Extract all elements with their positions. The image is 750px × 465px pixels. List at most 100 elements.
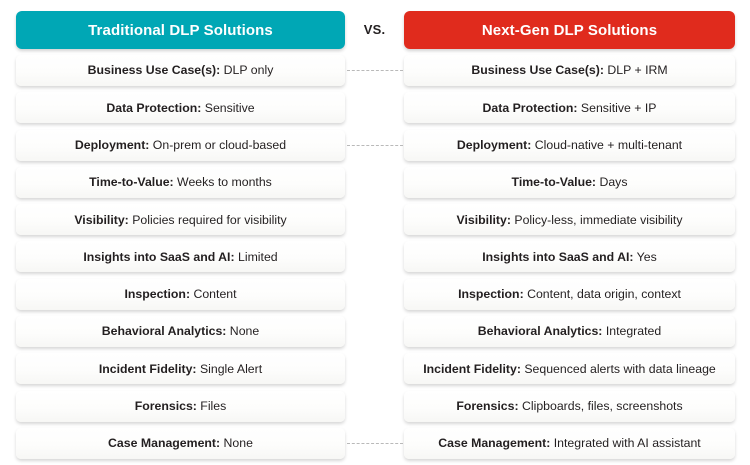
comparison-row: Incident Fidelity: Single Alert Incident … [0, 353, 750, 390]
versus-separator-label: VS. [363, 21, 386, 37]
attribute-label: Insights into SaaS and AI: [83, 249, 235, 264]
attribute-value: Clipboards, files, screenshots [518, 399, 683, 414]
attribute-label: Inspection: [458, 287, 524, 302]
cell-text: Business Use Case(s): DLP + IRM [471, 64, 667, 76]
right-cell: Case Management: Integrated with AI assi… [404, 427, 735, 459]
attribute-label: Data Protection: [482, 100, 578, 115]
attribute-value: None [226, 324, 260, 339]
comparison-row: Case Management: None Case Management: In… [0, 427, 750, 465]
attribute-label: Business Use Case(s): [87, 63, 221, 78]
right-cell: Forensics: Clipboards, files, screenshot… [404, 390, 735, 422]
attribute-value: Content [190, 287, 237, 302]
left-cell: Visibility: Policies required for visibi… [16, 204, 345, 236]
attribute-label: Forensics: [456, 399, 519, 414]
attribute-value: On-prem or cloud-based [149, 137, 287, 152]
cell-text: Behavioral Analytics: None [102, 325, 259, 337]
attribute-value: DLP only [220, 63, 274, 78]
left-cell: Insights into SaaS and AI: Limited [16, 241, 345, 273]
right-cell: Data Protection: Sensitive + IP [404, 92, 735, 124]
left-cell: Data Protection: Sensitive [16, 92, 345, 124]
left-cell: Incident Fidelity: Single Alert [16, 353, 345, 385]
attribute-value: Yes [633, 249, 657, 264]
cell-text: Data Protection: Sensitive [106, 100, 255, 115]
cell-text: Incident Fidelity: Single Alert [99, 363, 262, 375]
attribute-label: Time-to-Value: [511, 175, 597, 190]
comparison-row: Forensics: Files Forensics: Clipboards, f… [0, 390, 750, 428]
right-cell: Visibility: Policy-less, immediate visib… [404, 204, 735, 236]
comparison-header-row: Traditional DLP Solutions Next-Gen DLP S… [0, 10, 750, 50]
left-cell: Inspection: Content [16, 278, 345, 310]
attribute-value: Content, data origin, context [523, 287, 681, 302]
attribute-label: Deployment: [74, 137, 150, 152]
cell-text: Time-to-Value: Days [512, 176, 628, 188]
right-cell: Business Use Case(s): DLP + IRM [404, 55, 735, 86]
dashed-connector [347, 70, 403, 71]
comparison-row: Visibility: Policies required for visibi… [0, 204, 750, 241]
attribute-label: Behavioral Analytics: [101, 324, 227, 339]
cell-text: Case Management: None [108, 437, 253, 449]
cell-text: Forensics: Files [135, 400, 227, 412]
attribute-label: Data Protection: [106, 100, 202, 115]
cell-text: Visibility: Policies required for visibi… [74, 212, 287, 227]
right-cell: Behavioral Analytics: Integrated [404, 316, 735, 348]
attribute-label: Insights into SaaS and AI: [482, 249, 634, 264]
left-column-header: Traditional DLP Solutions [16, 11, 345, 49]
cell-text: Inspection: Content [124, 288, 236, 300]
right-column-header: Next-Gen DLP Solutions [404, 11, 735, 49]
attribute-label: Time-to-Value: [89, 175, 174, 190]
cell-text: Incident Fidelity: Sequenced alerts with… [423, 363, 716, 375]
right-column-title: Next-Gen DLP Solutions [481, 21, 658, 39]
cell-text: Case Management: Integrated with AI assi… [438, 437, 700, 449]
attribute-value: Single Alert [196, 361, 263, 376]
right-cell: Inspection: Content, data origin, contex… [404, 278, 735, 310]
left-cell: Forensics: Files [16, 390, 345, 422]
attribute-value: DLP + IRM [603, 63, 668, 78]
attribute-value: Limited [234, 249, 278, 264]
cell-text: Deployment: Cloud-native + multi-tenant [457, 139, 682, 151]
attribute-value: Days [596, 175, 628, 190]
left-cell: Behavioral Analytics: None [16, 316, 345, 348]
attribute-label: Visibility: [74, 212, 129, 227]
attribute-value: Cloud-native + multi-tenant [531, 137, 683, 152]
attribute-value: Sensitive + IP [577, 100, 657, 115]
right-cell: Incident Fidelity: Sequenced alerts with… [404, 353, 735, 385]
dashed-connector [347, 144, 403, 146]
dashed-connector [347, 442, 403, 444]
left-cell: Deployment: On-prem or cloud-based [16, 129, 345, 161]
attribute-value: Sensitive [201, 100, 255, 115]
attribute-label: Business Use Case(s): [471, 63, 604, 78]
attribute-value: Weeks to months [173, 175, 272, 190]
right-cell: Deployment: Cloud-native + multi-tenant [404, 129, 735, 161]
right-cell: Insights into SaaS and AI: Yes [404, 241, 735, 273]
cell-text: Insights into SaaS and AI: Yes [482, 251, 657, 263]
attribute-value: Sequenced alerts with data lineage [520, 361, 716, 376]
attribute-value: Integrated with AI assistant [550, 436, 701, 451]
attribute-label: Deployment: [456, 137, 532, 152]
left-column-title: Traditional DLP Solutions [88, 21, 273, 39]
cell-text: Visibility: Policy-less, immediate visib… [457, 212, 683, 227]
left-cell: Business Use Case(s): DLP only [16, 55, 345, 86]
cell-text: Forensics: Clipboards, files, screenshot… [456, 400, 682, 412]
attribute-value: None [220, 436, 253, 451]
cell-text: Deployment: On-prem or cloud-based [75, 139, 286, 151]
attribute-value: Files [196, 399, 227, 414]
attribute-value: Policy-less, immediate visibility [510, 212, 683, 227]
cell-text: Time-to-Value: Weeks to months [89, 176, 272, 188]
cell-text: Business Use Case(s): DLP only [88, 64, 274, 76]
left-cell: Case Management: None [16, 427, 345, 459]
attribute-label: Case Management: [438, 436, 551, 451]
left-cell: Time-to-Value: Weeks to months [16, 166, 345, 198]
right-cell: Time-to-Value: Days [404, 166, 735, 198]
attribute-label: Behavioral Analytics: [477, 324, 603, 339]
attribute-label: Inspection: [124, 287, 191, 302]
attribute-value: Integrated [602, 324, 662, 339]
comparison-board: Traditional DLP Solutions Next-Gen DLP S… [0, 10, 750, 459]
attribute-value: Policies required for visibility [128, 212, 287, 227]
